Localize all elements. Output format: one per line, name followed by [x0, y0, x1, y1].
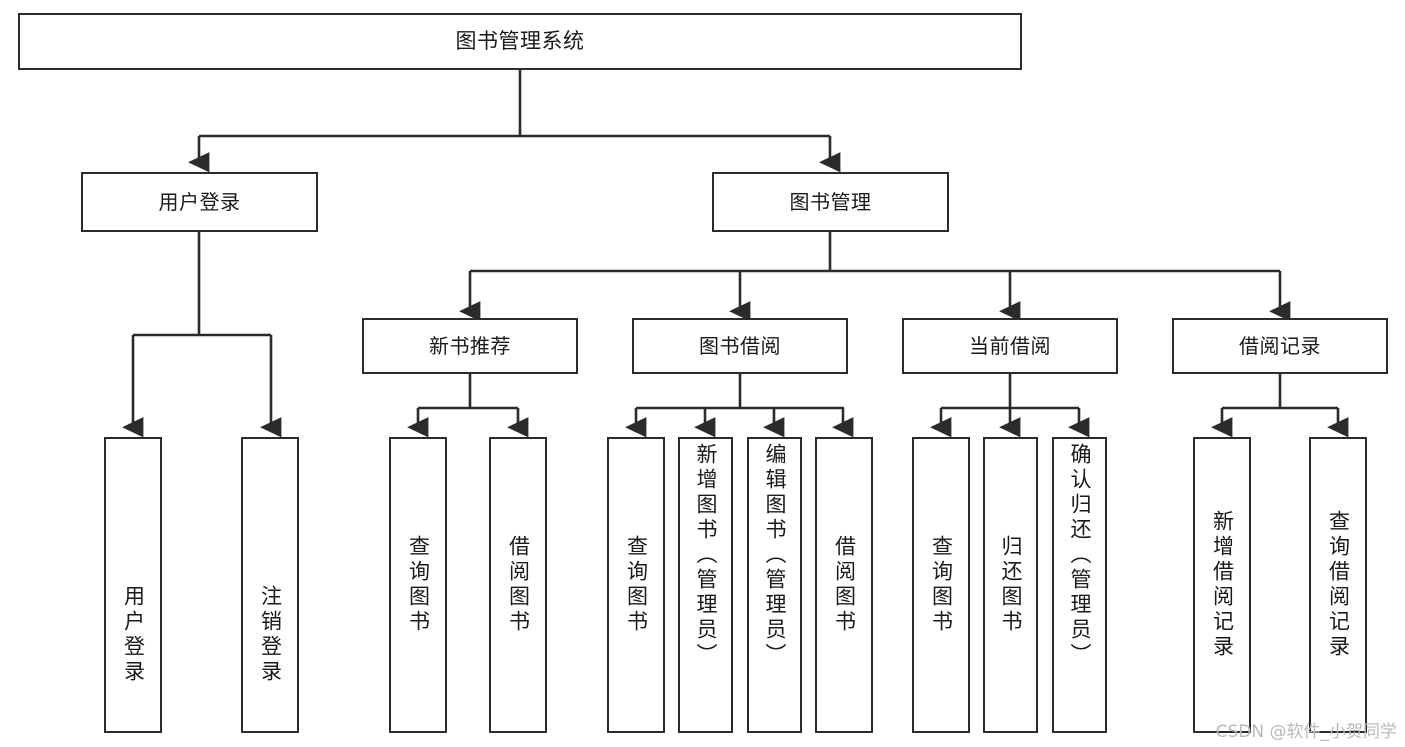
- node-leaf-query-book-2-label: 查询图书: [624, 535, 649, 635]
- node-leaf-confirm-return-label: 确认归还（管理员）: [1068, 443, 1092, 668]
- node-leaf-confirm-return[interactable]: 确认归还（管理员）: [1052, 437, 1107, 733]
- node-leaf-return-book[interactable]: 归还图书: [983, 437, 1038, 733]
- node-borrowing-records[interactable]: 借阅记录: [1172, 318, 1388, 374]
- node-leaf-query-book-1[interactable]: 查询图书: [389, 437, 447, 733]
- node-new-book-recommendation[interactable]: 新书推荐: [362, 318, 578, 374]
- node-leaf-logout-label: 注销登录: [258, 585, 283, 685]
- node-user-login[interactable]: 用户登录: [81, 172, 318, 232]
- node-leaf-borrow-book-1[interactable]: 借阅图书: [489, 437, 547, 733]
- node-leaf-user-login[interactable]: 用户登录: [104, 437, 162, 733]
- node-book-borrowing[interactable]: 图书借阅: [632, 318, 848, 374]
- node-leaf-query-book-1-label: 查询图书: [406, 535, 431, 635]
- node-borrowing-records-label: 借阅记录: [1239, 333, 1321, 358]
- node-leaf-add-book-label: 新增图书（管理员）: [694, 443, 718, 668]
- node-leaf-query-record-label: 查询借阅记录: [1326, 510, 1351, 660]
- node-current-borrowing-label: 当前借阅: [969, 333, 1051, 358]
- node-leaf-borrow-book-1-label: 借阅图书: [506, 535, 531, 635]
- node-leaf-query-book-3-label: 查询图书: [929, 535, 954, 635]
- node-leaf-query-book-2[interactable]: 查询图书: [607, 437, 665, 733]
- node-book-management-label: 图书管理: [789, 189, 872, 214]
- node-leaf-add-record-label: 新增借阅记录: [1210, 510, 1235, 660]
- node-leaf-logout[interactable]: 注销登录: [241, 437, 299, 733]
- node-current-borrowing[interactable]: 当前借阅: [902, 318, 1118, 374]
- node-leaf-edit-book-label: 编辑图书（管理员）: [763, 443, 787, 668]
- node-leaf-query-book-3[interactable]: 查询图书: [912, 437, 970, 733]
- node-user-login-label: 用户登录: [158, 189, 241, 214]
- node-book-management[interactable]: 图书管理: [712, 172, 949, 232]
- node-leaf-return-book-label: 归还图书: [999, 535, 1023, 635]
- node-leaf-borrow-book-2[interactable]: 借阅图书: [815, 437, 873, 733]
- node-leaf-query-record[interactable]: 查询借阅记录: [1309, 437, 1367, 733]
- node-leaf-user-login-label: 用户登录: [121, 585, 146, 685]
- node-leaf-borrow-book-2-label: 借阅图书: [832, 535, 857, 635]
- node-new-book-recommendation-label: 新书推荐: [429, 333, 511, 358]
- node-root-label: 图书管理系统: [455, 28, 585, 53]
- node-book-borrowing-label: 图书借阅: [699, 333, 781, 358]
- node-leaf-add-book[interactable]: 新增图书（管理员）: [678, 437, 733, 733]
- node-leaf-add-record[interactable]: 新增借阅记录: [1193, 437, 1251, 733]
- node-root[interactable]: 图书管理系统: [18, 13, 1022, 70]
- node-leaf-edit-book[interactable]: 编辑图书（管理员）: [747, 437, 802, 733]
